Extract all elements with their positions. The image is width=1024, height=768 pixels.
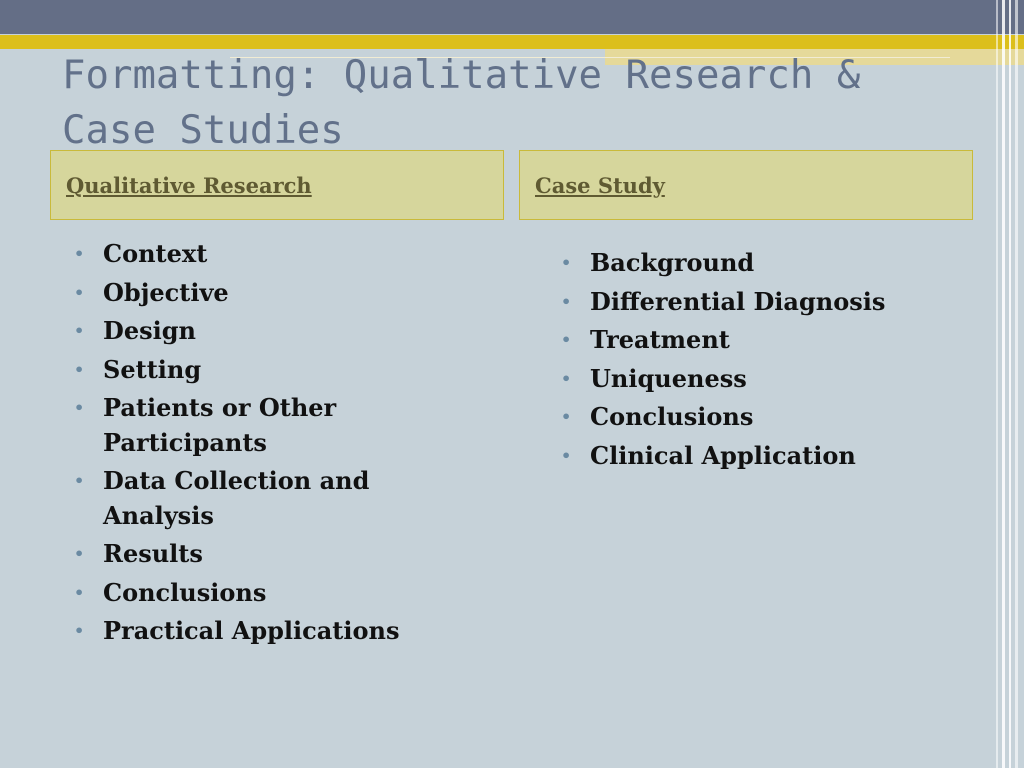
bullet-icon: • <box>74 582 85 602</box>
bullet-icon: • <box>74 621 85 640</box>
list-item-text: Conclusions <box>103 577 267 607</box>
slide-title: Formatting: Qualitative Research & Case … <box>62 53 861 153</box>
list-item: • Conclusions <box>561 400 981 435</box>
qualitative-research-header-box: Qualitative Research <box>50 150 504 220</box>
bullet-icon: • <box>561 253 572 272</box>
list-item-text: Data Collection and Analysis <box>103 466 370 530</box>
list-item-text: Objective <box>103 277 229 307</box>
list-item-text: Design <box>103 316 196 345</box>
case-study-header-link[interactable]: Case Study <box>535 172 665 198</box>
list-item: • Clinical Application <box>561 439 981 474</box>
list-item-text: Context <box>103 239 208 268</box>
thin-accent-line <box>230 57 950 58</box>
list-item-text: Uniqueness <box>590 363 747 393</box>
list-item: • Setting <box>74 353 474 388</box>
list-item: • Conclusions <box>74 576 474 611</box>
bullet-icon: • <box>561 445 572 465</box>
list-item: • Uniqueness <box>561 362 981 397</box>
bullet-icon: • <box>74 282 85 302</box>
list-item-text: Differential Diagnosis <box>590 286 886 316</box>
qualitative-research-list: • Context • Objective • Design • Setting • Pa… <box>74 237 474 653</box>
list-item-text: Patients or Other Participants <box>103 393 337 457</box>
bullet-icon: • <box>561 407 572 426</box>
case-study-list: • Background • Differential Diagnosis • Tre… <box>561 246 981 477</box>
top-decorative-band <box>0 0 1024 34</box>
case-study-header-box: Case Study <box>519 150 973 220</box>
list-item-text: Clinical Application <box>590 440 856 470</box>
bullet-icon: • <box>74 544 85 563</box>
list-item: • Design <box>74 314 474 349</box>
yellow-accent-band <box>0 35 1024 49</box>
list-item-text: Conclusions <box>590 402 754 431</box>
bullet-icon: • <box>561 368 572 388</box>
list-item: • Objective <box>74 276 474 311</box>
list-item-text: Background <box>590 248 755 277</box>
list-item: • Context <box>74 237 474 272</box>
list-item: • Differential Diagnosis <box>561 285 981 320</box>
list-item: • Results <box>74 537 474 572</box>
bullet-icon: • <box>561 330 572 349</box>
bullet-icon: • <box>74 359 85 379</box>
bullet-icon: • <box>74 471 85 490</box>
qualitative-research-header-link[interactable]: Qualitative Research <box>66 172 312 198</box>
bullet-icon: • <box>74 321 85 340</box>
bullet-icon: • <box>74 244 85 263</box>
list-item-text: Treatment <box>590 325 730 354</box>
list-item: • Data Collection and Analysis <box>74 464 474 533</box>
list-item-text: Results <box>103 539 203 568</box>
list-item-text: Setting <box>103 354 202 384</box>
bullet-icon: • <box>561 291 572 311</box>
bullet-icon: • <box>74 398 85 417</box>
right-edge-stripes <box>992 0 1024 768</box>
list-item: • Patients or Other Participants <box>74 391 474 460</box>
list-item: • Background <box>561 246 981 281</box>
list-item: • Treatment <box>561 323 981 358</box>
list-item: • Practical Applications <box>74 614 474 649</box>
list-item-text: Practical Applications <box>103 616 400 645</box>
